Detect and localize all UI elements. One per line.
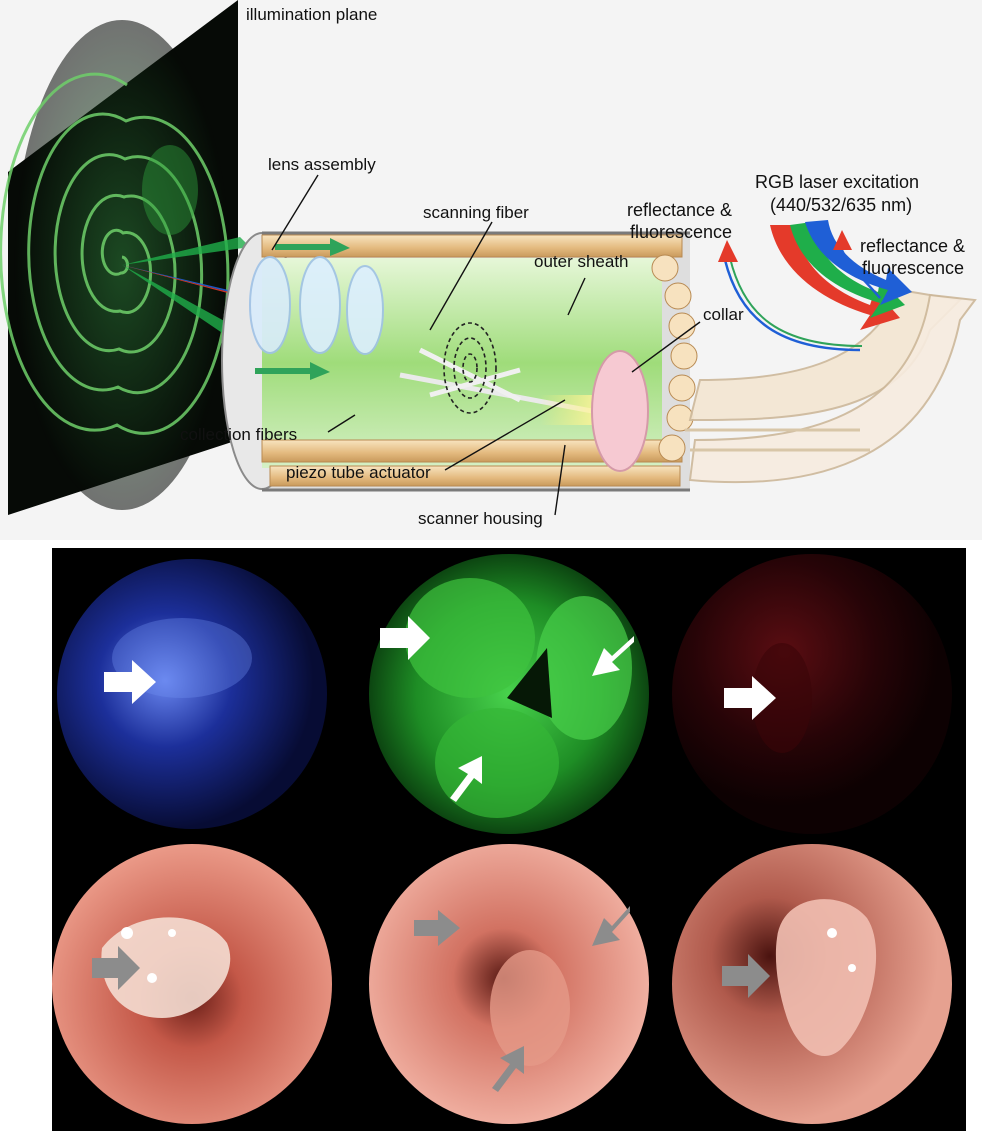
image-white-light-1 — [52, 844, 332, 1124]
label-reflectance-left-2: fluorescence — [630, 222, 732, 242]
endoscope-diagram: illumination plane lens assembly scannin… — [0, 0, 982, 540]
label-outer-sheath: outer sheath — [534, 252, 629, 271]
label-scanning-fiber: scanning fiber — [423, 203, 529, 222]
label-lens-assembly: lens assembly — [268, 155, 376, 174]
image-red-channel — [672, 554, 952, 834]
probe-housing — [222, 233, 697, 490]
endoscopy-image-panel — [52, 548, 966, 1131]
image-blue-channel — [57, 559, 327, 829]
label-reflectance-right-2: fluorescence — [862, 258, 964, 278]
image-white-light-2 — [369, 844, 649, 1124]
label-rgb-excitation-1: RGB laser excitation — [755, 172, 919, 192]
label-reflectance-right-1: reflectance & — [860, 236, 965, 256]
label-piezo-tube-actuator: piezo tube actuator — [286, 463, 431, 482]
image-white-light-3 — [672, 844, 952, 1124]
label-scanner-housing: scanner housing — [418, 509, 543, 528]
label-illumination-plane: illumination plane — [246, 5, 377, 24]
label-collar: collar — [703, 305, 744, 324]
label-rgb-excitation-2: (440/532/635 nm) — [770, 195, 912, 215]
image-green-channel — [369, 554, 649, 834]
label-collection-fibers: collection fibers — [180, 425, 297, 444]
label-reflectance-left-1: reflectance & — [627, 200, 732, 220]
